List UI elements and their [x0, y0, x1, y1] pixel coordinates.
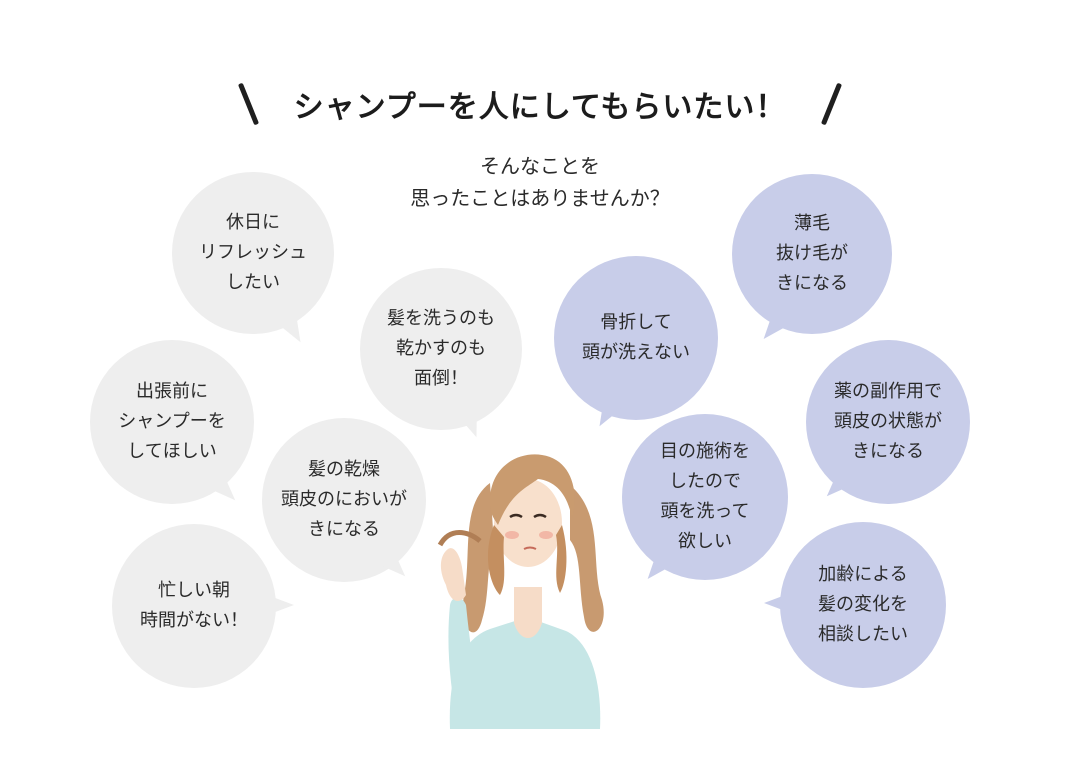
page-title: シャンプーを人にしてもらいたい！	[293, 90, 787, 125]
bubble-line: 相談したい	[818, 624, 908, 645]
bubble-line: してほしい	[127, 441, 217, 462]
bubble-line: きになる	[776, 273, 848, 294]
bubble-line: 休日に	[226, 212, 280, 233]
eye	[509, 513, 523, 519]
hair-front	[489, 454, 575, 525]
bubble-line: 出張前に	[136, 381, 208, 402]
bubble-thin: 薄毛抜け毛がきになる	[732, 174, 892, 334]
bubble-medicine: 薬の副作用で頭皮の状態がきになる	[806, 340, 970, 504]
bubble-wash: 髪を洗うのも乾かすのも面倒！	[360, 268, 522, 430]
bubble-eye: 目の施術をしたので頭を洗って欲しい	[622, 414, 788, 580]
bubble-line: リフレッシュ	[199, 242, 307, 263]
sweater	[449, 621, 601, 729]
bubble-line: 髪の変化を	[818, 594, 908, 615]
bubble-line: きになる	[852, 441, 924, 462]
bubble-line: 加齢による	[818, 564, 908, 585]
bubble-line: 目の施術を	[660, 441, 750, 462]
bubble-dry: 髪の乾燥頭皮のにおいがきになる	[262, 418, 426, 582]
bubble-busy: 忙しい朝時間がない！	[112, 524, 276, 688]
eye	[533, 513, 547, 519]
bubble-line: 頭が洗えない	[582, 342, 690, 363]
hair-back	[570, 485, 604, 632]
bubble-line: 骨折して	[600, 312, 672, 333]
subtitle-line: 思ったことはありませんか？	[410, 186, 670, 210]
bubble-line: 髪を洗うのも	[387, 308, 495, 329]
bubble-line: 薬の副作用で	[834, 381, 942, 402]
bubble-line: 髪の乾燥	[308, 459, 380, 480]
hair-strand	[437, 530, 482, 547]
bubble-line: 頭皮のにおいが	[281, 489, 407, 510]
bubble-line: 面倒！	[414, 368, 468, 389]
woman-illustration	[437, 454, 604, 729]
hand	[440, 548, 466, 601]
bubble-tail	[764, 594, 788, 612]
bubble-line: 乾かすのも	[396, 338, 486, 359]
hair-front	[487, 525, 505, 595]
bubble-line: 抜け毛が	[776, 243, 848, 264]
bubble-line: 時間がない！	[140, 610, 248, 631]
bubble-line: 頭皮の状態が	[834, 411, 942, 432]
hair-back	[462, 483, 494, 633]
bubble-refresh: 休日にリフレッシュしたい	[172, 172, 334, 334]
mouth	[523, 546, 537, 550]
hair-front	[556, 525, 567, 593]
bubble-line: したい	[226, 272, 280, 293]
bubble-aging: 加齢による髪の変化を相談したい	[780, 522, 946, 688]
bubble-line: 頭を洗って	[660, 501, 750, 522]
bubble-line: 忙しい朝	[158, 580, 230, 601]
bubble-fracture: 骨折して頭が洗えない	[554, 256, 718, 420]
bubble-trip: 出張前にシャンプーをしてほしい	[90, 340, 254, 504]
cheek	[539, 531, 553, 539]
bubble-tail	[270, 596, 294, 614]
bubble-line: シャンプーを	[118, 411, 226, 432]
arm	[448, 597, 482, 729]
cheek	[505, 531, 519, 539]
page-title-block: シャンプーを人にしてもらいたい！	[237, 78, 843, 130]
bubble-line: 薄毛	[794, 213, 830, 234]
bubble-line: したので	[669, 471, 741, 492]
bubble-line: 欲しい	[678, 531, 732, 552]
neck	[514, 587, 542, 638]
subtitle: そんなことを 思ったことはありませんか？	[340, 150, 740, 214]
subtitle-line: そんなことを	[480, 154, 600, 178]
bubble-line: きになる	[308, 519, 380, 540]
